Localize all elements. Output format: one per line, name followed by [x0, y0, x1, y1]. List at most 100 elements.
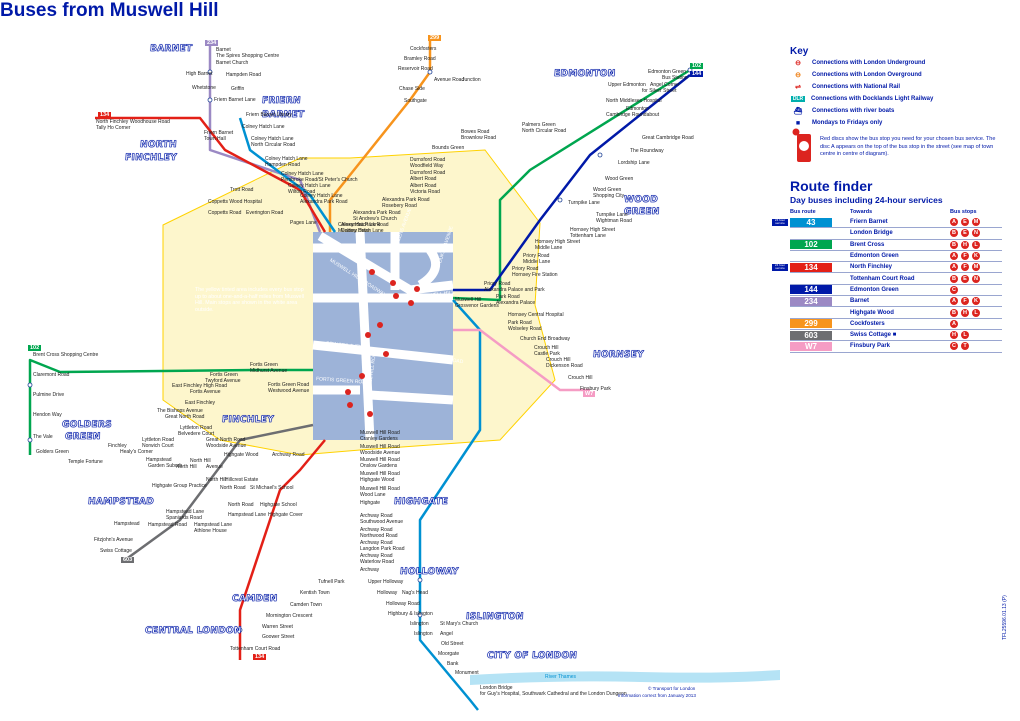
- stop-disc: A: [950, 252, 958, 261]
- stop-label: Alexandra Park Road: [300, 199, 348, 205]
- stop-label: Hornsey Fire Station: [512, 272, 558, 278]
- stop-label: Wood Green: [605, 176, 634, 182]
- route-number: 299: [790, 319, 832, 329]
- area-edmonton: EDMONTON: [553, 69, 616, 80]
- stop-disc: N: [972, 229, 980, 238]
- page-title: Buses from Muswell Hill: [0, 0, 219, 21]
- stop-label: North Finchley: [96, 119, 129, 125]
- stop-label: Brownlow Road: [461, 135, 497, 141]
- stop-disc: E: [961, 274, 969, 283]
- stop-label: Priory Road: [512, 266, 539, 272]
- stop-label: Muswell Hill Road: [360, 486, 400, 492]
- stop-label: Highgate Group Practice: [152, 483, 207, 489]
- stop-disc: H: [961, 308, 969, 317]
- stop-label: Hornsey Central Hospital: [508, 312, 564, 318]
- stop-label: Bramley Road: [404, 56, 436, 62]
- route-number: 234: [790, 296, 832, 306]
- overground-roundel-icon: ⊖: [795, 72, 801, 79]
- stop-label: Fortis Avenue: [190, 389, 221, 395]
- route-number: 102: [790, 240, 832, 250]
- stop-label: Old Street: [441, 641, 464, 647]
- stop-disc: F: [961, 263, 969, 272]
- route-badge-603: 603: [121, 557, 135, 563]
- route-badge-299: 299: [428, 35, 442, 41]
- stop-label: Angel: [440, 631, 453, 637]
- stop-disc: B: [950, 308, 958, 317]
- stop-label: Tally Ho Corner: [96, 125, 131, 131]
- stop-disc: M: [972, 218, 980, 227]
- stop-label: Cockfosters: [410, 46, 437, 52]
- stop-disc: K: [972, 252, 980, 261]
- route-number: 144: [790, 285, 832, 295]
- col-route: Bus route: [790, 209, 816, 215]
- key-label: Connections with London Overground: [812, 72, 922, 78]
- stop-label: North Hill: [206, 477, 227, 483]
- area-central-london: CENTRAL LONDON: [144, 626, 242, 637]
- stop-label: Turnpike Lane: [596, 212, 628, 218]
- stop-label: Fitzjohn's Avenue: [94, 537, 133, 543]
- stop-label: North Hill: [190, 458, 211, 464]
- stop-label: Great North Road: [165, 414, 205, 420]
- stop-label: Westwood Avenue: [268, 388, 310, 394]
- centre-area-note: The yellow tinted area includes every bu…: [195, 287, 304, 313]
- stop-label: Garden Suburb: [148, 463, 183, 469]
- stop-label: Athlone House: [194, 528, 227, 534]
- route-number: W7: [790, 341, 832, 351]
- stop-label: North Middlesex Hospital: [606, 98, 662, 104]
- stop-label: Grosvenor Gardens: [455, 303, 499, 309]
- area-hornsey: HORNSEY: [592, 350, 645, 361]
- stop-label: Colney Hatch Lane: [242, 124, 285, 130]
- area-wood: WOOD: [623, 195, 659, 206]
- route-number: 43: [790, 217, 832, 227]
- stop-label: Alexandra Park Road: [382, 197, 430, 203]
- stop-label: Friern Barnet Lane: [214, 97, 256, 103]
- stop-label: Friern Barnet: [204, 130, 234, 136]
- route-number: [790, 308, 832, 317]
- stop-label: Bowes Road: [461, 129, 490, 135]
- stop-label: Hampden Road: [226, 72, 262, 78]
- stop-label: Hornsey High Street: [535, 239, 581, 245]
- 24-hour-badge: 24 hour service: [772, 218, 788, 226]
- street-label: FORTIS GREEN AVENUE: [320, 296, 379, 302]
- stop-label: Spaniards Road: [166, 515, 202, 521]
- stop-label: Hampden Road: [265, 162, 301, 168]
- stop-label: Whetstone: [192, 85, 216, 91]
- stop-disc: C: [950, 342, 958, 351]
- stop-label: Meadow Drive: [338, 228, 370, 234]
- stop-disc: H: [950, 331, 958, 340]
- stop-label: Friern Barnet Library: [246, 112, 292, 118]
- dlr-icon: DLR: [791, 96, 805, 102]
- stop-label: Mornington Crescent: [266, 613, 313, 619]
- route-badge-w7: W7: [583, 391, 596, 397]
- town-centre-map: [313, 232, 453, 440]
- stop-label: Griffin: [231, 86, 245, 92]
- stop-disc: F: [961, 297, 969, 306]
- river-label: River Thames: [545, 674, 577, 680]
- stop-label: Park Road: [508, 320, 532, 326]
- stop-label: Barnet Church: [216, 60, 249, 66]
- stop-label: The Roundway: [630, 148, 664, 154]
- stop-label: Southgate: [404, 98, 427, 104]
- stop-label: Colney Hatch Lane: [341, 228, 384, 234]
- river-thames: [470, 670, 780, 685]
- stop-label: Golders Green: [36, 449, 69, 455]
- key-item-weekdays: ■ Mondays to Fridays only: [790, 117, 1005, 129]
- stop-label: Belvedere Court: [178, 431, 215, 437]
- stop-label: Durnsford Road: [410, 170, 446, 176]
- stop-disc: C: [950, 285, 958, 294]
- stop-label: Avenue Road: [434, 77, 465, 83]
- stop-label: Lordship Lane: [618, 160, 650, 166]
- stop-label: East Finchley High Road: [172, 383, 228, 389]
- stop-label: Archway Road: [360, 553, 393, 559]
- area-highgate: HIGHGATE: [393, 497, 449, 508]
